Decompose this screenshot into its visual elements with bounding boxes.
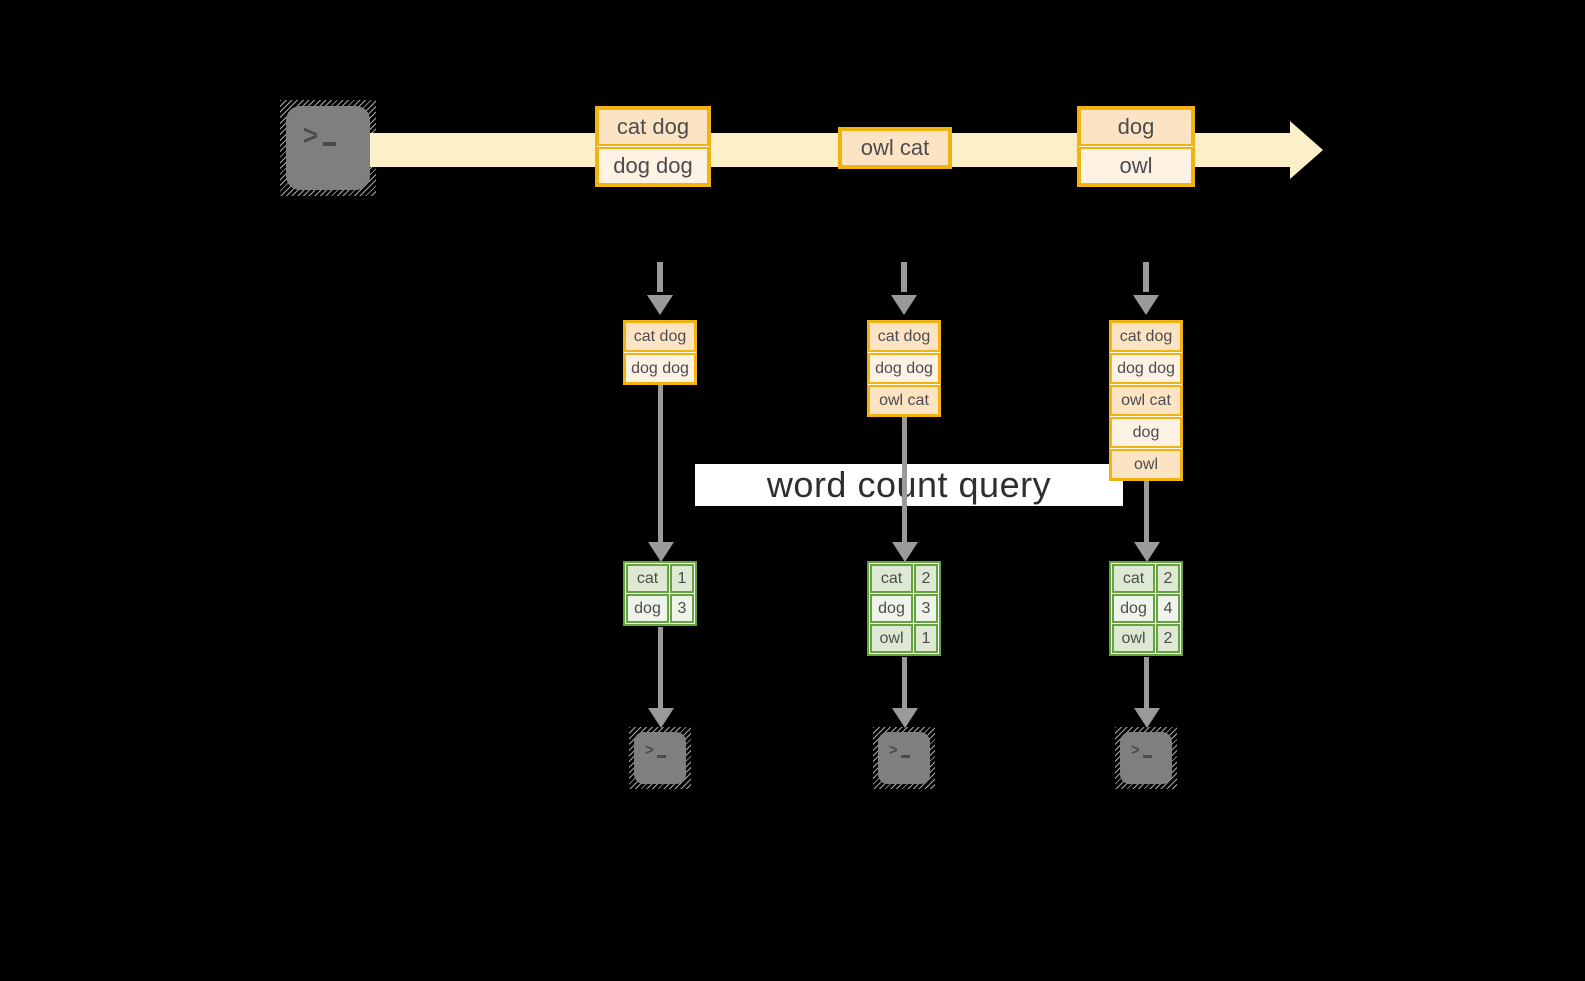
- stream-batch: dog owl: [1077, 106, 1195, 187]
- flow-line: [1144, 657, 1149, 708]
- micro-batch-stack: cat dog dog dog: [623, 320, 697, 385]
- count-cell: 2: [1156, 624, 1180, 653]
- input-line-cell: owl cat: [1110, 385, 1182, 416]
- terminal-prompt-icon: >: [1131, 741, 1140, 760]
- count-cell: 2: [1156, 564, 1180, 593]
- result-row: cat 2: [1112, 564, 1180, 593]
- word-cell: cat: [1112, 564, 1155, 593]
- dashed-arrow-stem: [901, 262, 907, 292]
- count-cell: 3: [670, 594, 694, 623]
- batch-line: owl cat: [840, 129, 950, 167]
- word-cell: dog: [626, 594, 669, 623]
- result-table: cat 2 dog 4 owl 2: [1109, 561, 1183, 656]
- count-cell: 1: [670, 564, 694, 593]
- input-line-cell: cat dog: [1110, 321, 1182, 352]
- batch-line: dog dog: [597, 147, 709, 185]
- input-line-cell: dog: [1110, 417, 1182, 448]
- word-cell: owl: [870, 624, 913, 653]
- result-row: owl 1: [870, 624, 938, 653]
- terminal-cursor-icon: [1142, 755, 1152, 758]
- result-table: cat 1 dog 3: [623, 561, 697, 626]
- sink-terminal-icon: >: [873, 727, 935, 789]
- flow-line: [902, 417, 907, 542]
- word-cell: cat: [870, 564, 913, 593]
- micro-batch-stack: cat dog dog dog owl cat dog owl: [1109, 320, 1183, 481]
- input-line-cell: dog dog: [624, 353, 696, 384]
- arrowhead-icon: [647, 295, 673, 315]
- result-row: cat 2: [870, 564, 938, 593]
- result-row: cat 1: [626, 564, 694, 593]
- arrowhead-icon: [1134, 708, 1160, 728]
- dashed-arrow-stem: [657, 262, 663, 292]
- arrowhead-icon: [648, 542, 674, 562]
- stream-arrowhead-icon: [1290, 121, 1323, 179]
- arrowhead-icon: [892, 708, 918, 728]
- terminal-cursor-icon: [900, 755, 910, 758]
- count-cell: 4: [1156, 594, 1180, 623]
- count-cell: 3: [914, 594, 938, 623]
- count-cell: 2: [914, 564, 938, 593]
- input-line-cell: dog dog: [868, 353, 940, 384]
- dashed-arrow-stem: [1143, 262, 1149, 292]
- word-cell: cat: [626, 564, 669, 593]
- flow-line: [658, 385, 663, 542]
- sink-terminal-icon: >: [629, 727, 691, 789]
- input-line-cell: cat dog: [868, 321, 940, 352]
- result-table: cat 2 dog 3 owl 1: [867, 561, 941, 656]
- stream-source-terminal-icon: >: [280, 100, 376, 196]
- terminal-prompt-icon: >: [645, 741, 654, 760]
- terminal-prompt-icon: >: [889, 741, 898, 760]
- result-row: owl 2: [1112, 624, 1180, 653]
- word-cell: dog: [870, 594, 913, 623]
- terminal-window: >: [1120, 732, 1172, 784]
- stream-batch: owl cat: [838, 127, 952, 169]
- word-cell: owl: [1112, 624, 1155, 653]
- terminal-cursor-icon: [323, 142, 337, 146]
- arrowhead-icon: [1133, 295, 1159, 315]
- sink-terminal-icon: >: [1115, 727, 1177, 789]
- word-count-query-label: word count query: [695, 464, 1123, 506]
- flow-line: [1144, 481, 1149, 542]
- terminal-prompt-icon: >: [303, 119, 319, 151]
- count-cell: 1: [914, 624, 938, 653]
- result-row: dog 4: [1112, 594, 1180, 623]
- result-row: dog 3: [626, 594, 694, 623]
- terminal-window: >: [634, 732, 686, 784]
- flow-line: [658, 627, 663, 708]
- result-row: dog 3: [870, 594, 938, 623]
- word-cell: dog: [1112, 594, 1155, 623]
- arrowhead-icon: [648, 708, 674, 728]
- terminal-window: >: [286, 106, 370, 190]
- terminal-window: >: [878, 732, 930, 784]
- input-line-cell: owl cat: [868, 385, 940, 416]
- micro-batch-stack: cat dog dog dog owl cat: [867, 320, 941, 417]
- batch-line: owl: [1079, 147, 1193, 185]
- terminal-cursor-icon: [656, 755, 666, 758]
- batch-line: cat dog: [597, 108, 709, 146]
- input-line-cell: cat dog: [624, 321, 696, 352]
- stream-batch: cat dog dog dog: [595, 106, 711, 187]
- input-line-cell: owl: [1110, 449, 1182, 480]
- batch-line: dog: [1079, 108, 1193, 146]
- flow-line: [902, 657, 907, 708]
- arrowhead-icon: [1134, 542, 1160, 562]
- arrowhead-icon: [891, 295, 917, 315]
- arrowhead-icon: [892, 542, 918, 562]
- input-line-cell: dog dog: [1110, 353, 1182, 384]
